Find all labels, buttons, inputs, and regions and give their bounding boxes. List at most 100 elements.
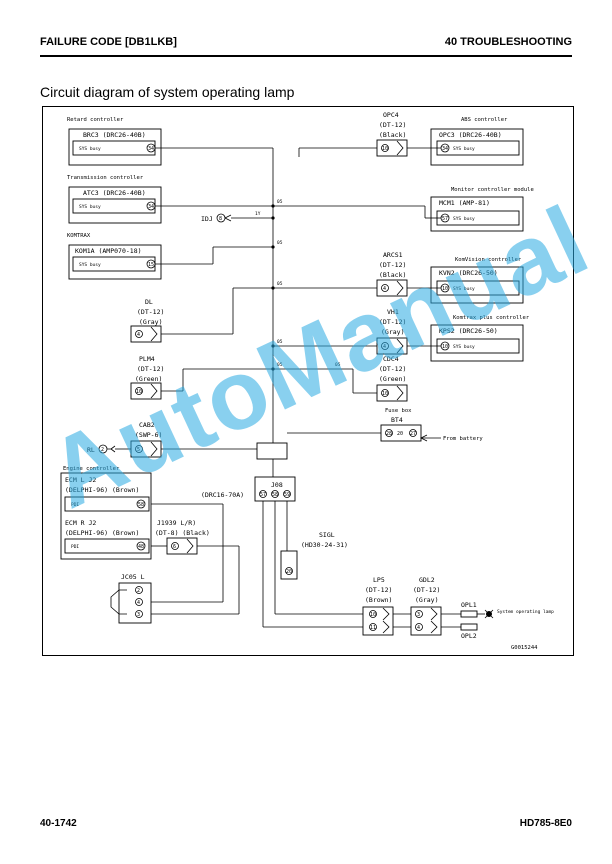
fusebox-pin-c-label: 27	[410, 431, 416, 437]
opc4-arrow	[396, 140, 404, 156]
junction-dot	[271, 344, 275, 348]
vh1-type: (DT-12)	[379, 318, 406, 326]
j08-pin-b	[271, 490, 279, 498]
komvision-caption: KomVision controller	[455, 257, 522, 263]
junction-dot	[271, 216, 275, 220]
j08-name: J08	[271, 481, 283, 489]
monitor-caption: Monitor controller module	[451, 187, 534, 193]
komtrax-pin-label: 15	[148, 262, 154, 268]
idj-label: IDJ	[201, 215, 213, 223]
header-section: 40 TROUBLESHOOTING	[444, 36, 572, 48]
engine-caption: Engine controller	[63, 466, 120, 472]
vh1-arrow	[396, 338, 404, 354]
junction-dot	[271, 245, 275, 249]
cab2-name: CAB2	[139, 421, 155, 429]
engine-pdi1-box	[64, 496, 150, 512]
abs-pin-label: 34	[442, 146, 448, 152]
komtrax-caption: KOMTRAX	[67, 233, 91, 239]
arcs1-pin-label: 4	[383, 286, 386, 292]
engine-pdi2: PDI	[71, 544, 79, 550]
rl-ref: 2	[101, 447, 104, 453]
abs-caption: ABS controller	[461, 117, 508, 123]
trans-connector: ATC3 (DRC26-40B)	[83, 189, 146, 197]
j1939-pin-label: 6	[173, 544, 176, 550]
plm4-color: (Green)	[135, 375, 162, 383]
lp5-pin-a-label: 10	[370, 612, 376, 618]
wire-tag: 05	[277, 240, 283, 246]
sigl-type: (HD30-24-31)	[301, 541, 348, 549]
lp5-pin-a	[369, 610, 377, 618]
gdl2-name: GDL2	[419, 576, 435, 584]
komtraxplus-pin-label: 10	[442, 344, 448, 350]
vh1-name: VH1	[387, 308, 399, 316]
dl-arrow	[150, 326, 158, 342]
engine-pin2	[136, 541, 146, 551]
cab2-pin-label: 5	[137, 447, 140, 453]
komtraxplus-caption: Komtrax plus controller	[453, 315, 530, 321]
gdl2-connector-box	[410, 606, 442, 636]
arcs1-pin	[381, 284, 389, 292]
fusebox-caption: Fuse box	[385, 408, 412, 414]
jc05-loop	[110, 589, 127, 615]
dl-pin	[135, 330, 143, 338]
jc05-pin-b	[135, 598, 143, 606]
gdl2-pin-b-label: 4	[417, 625, 420, 631]
komvision-connector: KVN2 (DRC26-50)	[439, 269, 498, 277]
komvision-pin-label: 10	[442, 286, 448, 292]
komtrax-connector: KOM1A (AMP070-18)	[75, 247, 142, 255]
monitor-signal: SYS busy	[453, 216, 475, 222]
komvision-signal: SYS busy	[453, 286, 475, 292]
wire-tag: 05	[277, 199, 283, 205]
j08-upper-box	[256, 442, 288, 460]
header-failure-code: FAILURE CODE [DB1LKB]	[40, 36, 177, 48]
opc4-pin-label: 10	[382, 146, 388, 152]
jc05-pin-a	[135, 586, 143, 594]
plm4-arrow	[150, 383, 158, 399]
junction-dot	[271, 286, 275, 290]
circuit-diagram-svg: Retard controller BRC3 (DRC26-40B) SYS b…	[60, 111, 554, 651]
j1939-arrow	[186, 538, 194, 554]
cab2-arrow	[150, 441, 158, 457]
lp5-pin-b-label: 11	[370, 625, 376, 631]
plm4-pin	[135, 387, 143, 395]
engine-type2: (DELPHI-96) (Brown)	[65, 529, 139, 537]
j1939-type: (DT-8) (Black)	[155, 529, 210, 537]
cdc4-pin	[381, 389, 389, 397]
idj-arrow-icon	[224, 214, 232, 222]
trans-signal: SYS busy	[79, 204, 101, 210]
dl-name: DL	[145, 298, 153, 306]
jc05-pin-b-label: 4	[137, 600, 140, 606]
cdc4-color: (Green)	[379, 375, 406, 383]
battery-arrow-icon	[420, 434, 428, 442]
j08-type: (DRC16-70A)	[201, 491, 244, 499]
cdc4-name: CDC4	[383, 355, 399, 363]
fusebox-pin-a	[385, 429, 393, 437]
sigl-pin-label: 20	[286, 569, 292, 575]
gdl2-pin-a-label: 3	[417, 612, 420, 618]
monitor-pin-label: 57	[442, 216, 448, 222]
lp5-color: (Brown)	[365, 596, 392, 604]
jc05-pin-c-label: 3	[137, 612, 140, 618]
engine-pin2-label: 48	[138, 544, 144, 550]
opl2-label: OPL2	[461, 632, 477, 640]
j08-pin-c-label: 59	[284, 492, 290, 498]
retard-controller-box	[68, 128, 162, 166]
arcs1-arrow	[396, 280, 404, 296]
wire-tag: 1Y	[255, 211, 261, 217]
komtraxplus-signal: SYS busy	[453, 344, 475, 350]
lamp-cross-icon	[484, 609, 494, 619]
vh1-pin	[381, 342, 389, 350]
lp5-pin-b	[369, 623, 377, 631]
engine-conn2: ECM R J2	[65, 519, 96, 527]
dl-type: (DT-12)	[137, 308, 164, 316]
plm4-pin-label: 10	[136, 389, 142, 395]
gdl2-pin-b	[415, 623, 423, 631]
opc4-color: (Black)	[379, 131, 406, 139]
junction-dot	[271, 204, 275, 208]
retard-connector: BRC3 (DRC26-40B)	[83, 131, 146, 139]
gdl2-type: (DT-12)	[413, 586, 440, 594]
page-number: 40-1742	[40, 818, 77, 829]
lp5-connector-box	[362, 606, 394, 636]
retard-signal: SYS busy	[79, 146, 101, 152]
jc05-pin-a-label: 2	[137, 588, 140, 594]
